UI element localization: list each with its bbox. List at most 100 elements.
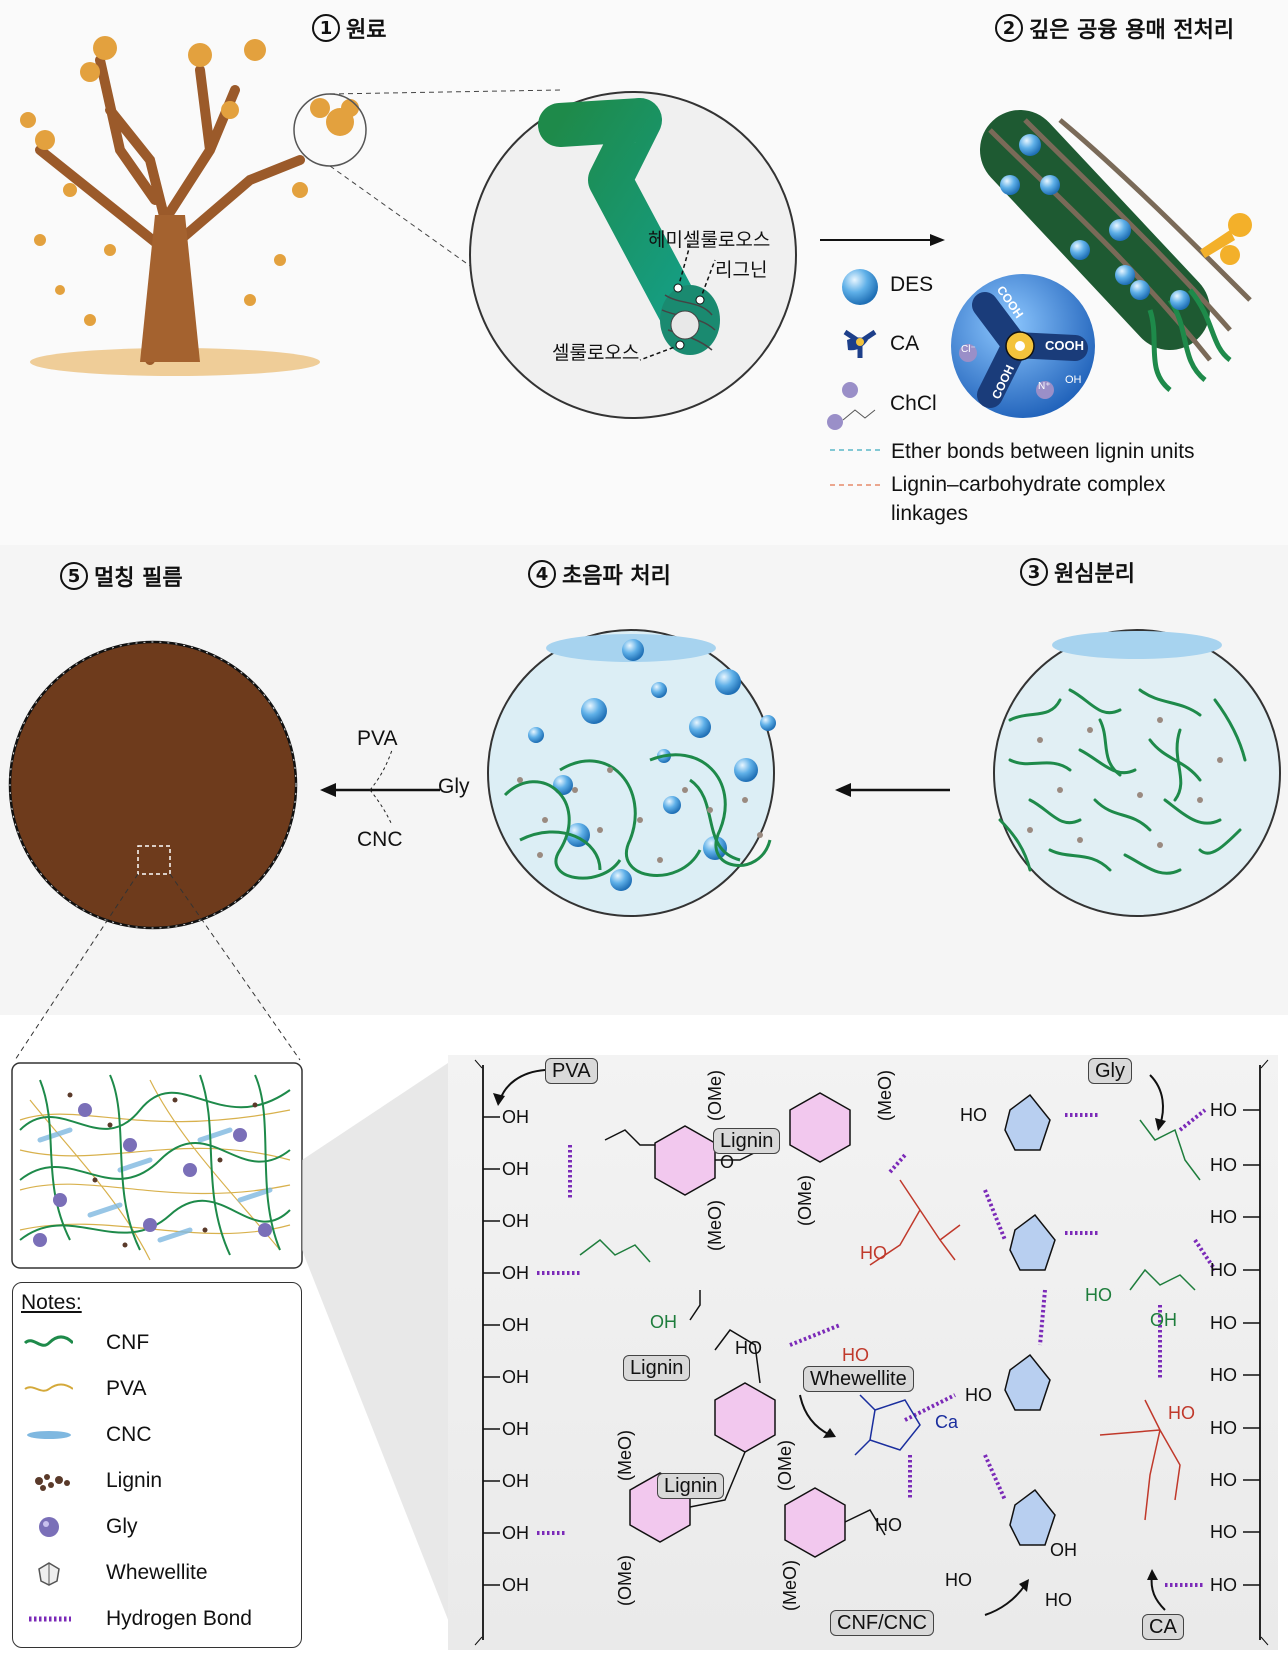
step-3-number: 3 xyxy=(1020,558,1048,586)
lignin-label: 리그닌 xyxy=(715,259,768,281)
legend-label-cnc: CNC xyxy=(106,1423,152,1446)
pva-swatch-icon xyxy=(24,1383,73,1392)
lignin-box-label-a: Lignin xyxy=(713,1128,781,1154)
legend-label-cnf: CNF xyxy=(106,1331,150,1354)
ca-icon xyxy=(843,329,877,358)
pva-ho-6: HO xyxy=(1210,1365,1237,1385)
pva-oh-4: OH xyxy=(502,1263,529,1283)
legend-item-pva: PVA xyxy=(13,1369,303,1409)
notes-title: Notes: xyxy=(21,1291,82,1314)
hydrogen-bond-swatch-icon xyxy=(29,1616,71,1622)
step-3-centrifugation: 3 원심분리 xyxy=(1020,556,1135,588)
legend-item-hydrogen-bond: Hydrogen Bond xyxy=(13,1599,303,1639)
cnf-cnc-box-label: CNF/CNC xyxy=(830,1610,934,1636)
pva-ho-3: HO xyxy=(1210,1207,1237,1227)
chcl-icon xyxy=(827,382,876,430)
pva-oh-5: OH xyxy=(502,1315,529,1335)
pva-oh-2: OH xyxy=(502,1159,529,1179)
step-2-des-pretreatment: 2 깊은 공융 용매 전처리 xyxy=(995,12,1234,44)
cnf-oh-label-3: OH xyxy=(1050,1540,1077,1560)
step-1-raw-material: 1 원료 xyxy=(312,12,386,44)
citric-ho-label: HO xyxy=(842,1345,869,1365)
ether-o-label: O xyxy=(720,1152,735,1172)
chemical-structure-panel xyxy=(448,1055,1278,1650)
mulching-film-disc xyxy=(8,640,301,1061)
pva-oh-9: OH xyxy=(502,1523,529,1543)
pva-ho-4: HO xyxy=(1210,1260,1237,1280)
gly-additive-label: Gly xyxy=(438,775,470,798)
pva-ho-5: HO xyxy=(1210,1313,1237,1333)
cnf-ho-label-4: HO xyxy=(945,1570,972,1590)
legend-item-gly: Gly xyxy=(13,1507,303,1547)
gly-ho-label: HO xyxy=(1085,1285,1112,1305)
pva-oh-6: OH xyxy=(502,1367,529,1387)
des-molecule-circle xyxy=(951,274,1095,418)
pva-ho-9: HO xyxy=(1210,1522,1237,1542)
scissors-icon xyxy=(1200,213,1252,265)
cl-label: Cl⁻ xyxy=(961,344,976,355)
lignin-box-label-b: Lignin xyxy=(623,1355,691,1381)
gly-swatch-icon xyxy=(39,1517,59,1537)
lignin-box-label-c: Lignin xyxy=(657,1473,725,1499)
pva-oh-7: OH xyxy=(502,1419,529,1439)
whewellite-ca-label: Ca xyxy=(935,1412,959,1432)
gly-box-label: Gly xyxy=(1088,1058,1132,1084)
ether-legend-label: Ether bonds between lignin units xyxy=(891,440,1195,463)
cellulose-label: 셀룰로오스 xyxy=(552,342,640,364)
centrifugation-circle xyxy=(993,629,1281,917)
ome-label-1: (OMe) xyxy=(705,1070,725,1121)
oh-label: OH xyxy=(1065,374,1082,386)
whewellite-ho-label: HO xyxy=(875,1515,902,1535)
step-3-label: 원심분리 xyxy=(1054,562,1135,587)
step-4-label: 초음파 처리 xyxy=(562,564,671,589)
fiber-zoom-circle xyxy=(469,91,797,419)
ome-label-4: (OMe) xyxy=(615,1555,635,1606)
lcc-legend-label-2: linkages xyxy=(891,502,969,525)
meo-label-3: (MeO) xyxy=(615,1430,635,1481)
pva-ho-7: HO xyxy=(1210,1418,1237,1438)
whewellite-swatch-icon xyxy=(38,1562,60,1586)
step-5-number: 5 xyxy=(60,562,88,590)
gly-oh-label: OH xyxy=(1150,1310,1177,1330)
ca-legend-label: CA xyxy=(890,332,920,355)
pva-additive-label: PVA xyxy=(357,727,398,750)
gly-oh-label-2: OH xyxy=(650,1312,677,1332)
step-5-label: 멀칭 필름 xyxy=(94,566,183,591)
step-1-number: 1 xyxy=(312,14,340,42)
step-2-label: 깊은 공융 용매 전처리 xyxy=(1029,18,1235,43)
ca-ho-label: HO xyxy=(1168,1403,1195,1423)
meo-label-4: (MeO) xyxy=(780,1560,800,1611)
legend-item-whewellite: Whewellite xyxy=(13,1553,303,1593)
whewellite-box-label: Whewellite xyxy=(803,1366,914,1392)
n-label: N⁺ xyxy=(1038,381,1051,392)
legend-label-pva: PVA xyxy=(106,1377,147,1400)
sonication-circle xyxy=(487,629,776,917)
legend-label-gly: Gly xyxy=(106,1515,138,1538)
notes-legend: Notes: CNF PVA CNC Lignin Gly Whewellite… xyxy=(12,1282,302,1648)
cooh-label-b: COOH xyxy=(1045,338,1084,353)
meo-label-1: (MeO) xyxy=(875,1070,895,1121)
legend-item-cnf: CNF xyxy=(13,1323,303,1363)
lignin-ho-label: HO xyxy=(735,1338,762,1358)
microstructure-panel xyxy=(11,1062,303,1269)
ome-label-2: (OMe) xyxy=(795,1175,815,1226)
ome-label-3: (OMe) xyxy=(775,1440,795,1491)
pva-box-label: PVA xyxy=(545,1058,598,1084)
des-bubble-icon xyxy=(842,269,878,305)
des-legend-label: DES xyxy=(890,273,934,296)
legend-label-hydrogen-bond: Hydrogen Bond xyxy=(106,1607,252,1630)
pva-oh-10: OH xyxy=(502,1575,529,1595)
pva-oh-3: OH xyxy=(502,1211,529,1231)
tree-illustration xyxy=(20,36,561,376)
cnf-ho-label-2: HO xyxy=(965,1385,992,1405)
citric-ho-label-2: HO xyxy=(860,1243,887,1263)
cnc-additive-label: CNC xyxy=(357,828,403,851)
ca-box-label: CA xyxy=(1142,1614,1184,1640)
legend-label-lignin: Lignin xyxy=(106,1469,163,1492)
legend-label-whewellite: Whewellite xyxy=(106,1561,208,1584)
cnc-swatch-icon xyxy=(27,1431,71,1439)
lcc-legend-label-1: Lignin–carbohydrate complex xyxy=(891,473,1166,496)
cnf-ho-label-1: HO xyxy=(960,1105,987,1125)
